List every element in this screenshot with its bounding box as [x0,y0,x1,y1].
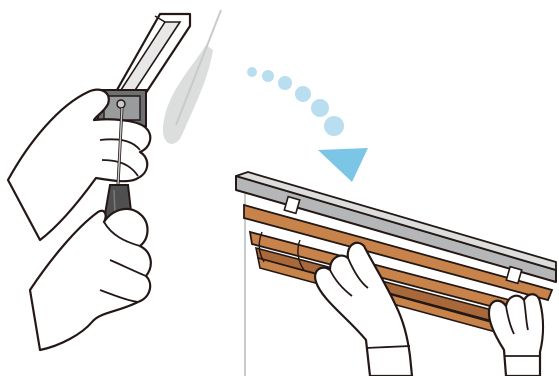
step-attach-bracket [8,10,221,350]
step-hang-blind [236,172,556,376]
arrow-head-icon [318,148,368,182]
screw-icon [117,100,125,108]
bracket-clip-right [506,267,521,284]
dotted-curved-arrow [247,67,368,182]
hand-lifting-blind-right [489,294,543,376]
bracket-clip-left [284,197,299,214]
